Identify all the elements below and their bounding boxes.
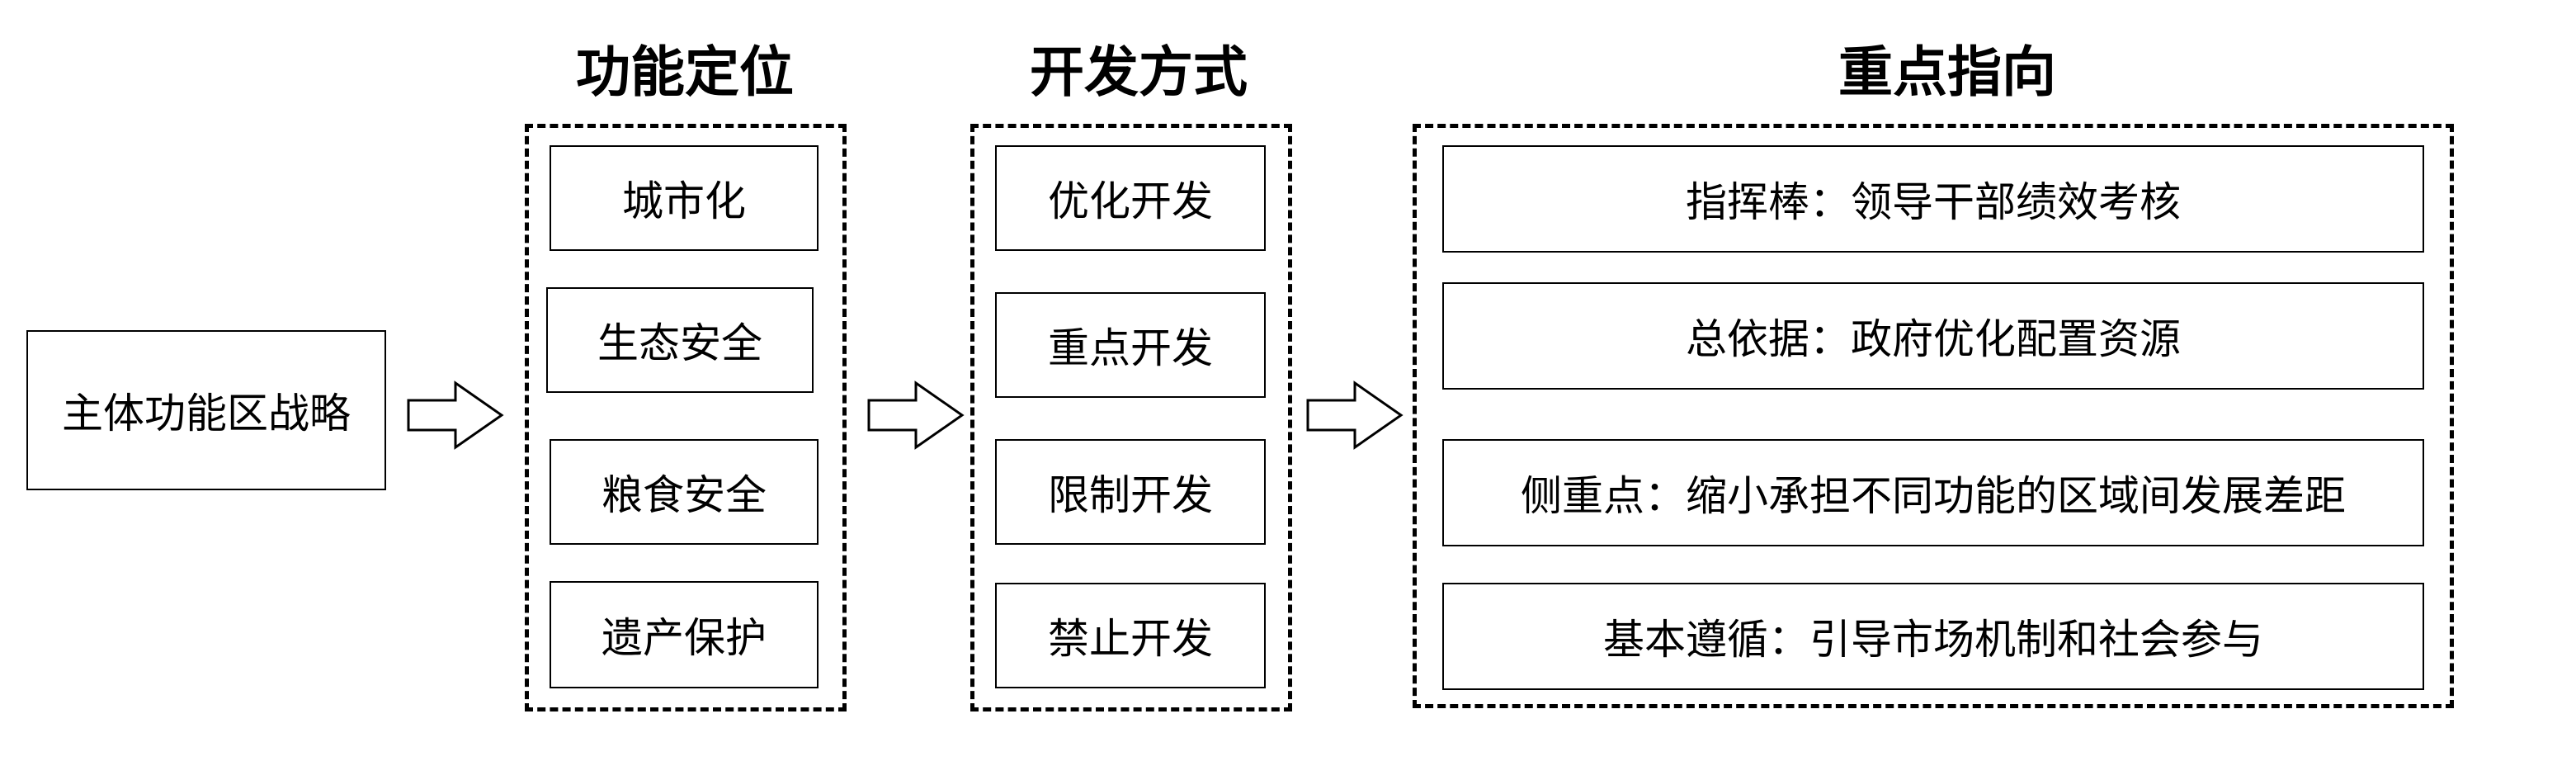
development-mode-group [970,124,1292,711]
function-item-box: 遗产保护 [550,581,819,688]
function-item-label: 遗产保护 [602,614,767,662]
orientation-item-label: 侧重点：缩小承担不同功能的区域间发展差距 [1521,472,2346,520]
development-item-label: 重点开发 [1048,324,1213,372]
function-item-box: 城市化 [550,145,819,251]
function-item-box: 生态安全 [546,287,814,393]
function-item-label: 粮食安全 [602,471,767,519]
root-strategy-label: 主体功能区战略 [62,390,351,437]
column-title-development-mode: 开发方式 [1030,40,1248,104]
development-item-label: 限制开发 [1048,471,1213,519]
function-positioning-group [525,124,847,711]
development-item-box: 限制开发 [995,439,1266,545]
orientation-item-box: 指挥棒：领导干部绩效考核 [1442,145,2424,253]
arrow-right-icon [1306,381,1404,450]
root-strategy-box: 主体功能区战略 [26,330,386,490]
orientation-item-label: 基本遵循：引导市场机制和社会参与 [1603,616,2263,664]
orientation-item-box: 基本遵循：引导市场机制和社会参与 [1442,583,2424,690]
orientation-item-box: 侧重点：缩小承担不同功能的区域间发展差距 [1442,439,2424,546]
orientation-item-label: 总依据：政府优化配置资源 [1686,315,2181,363]
column-title-key-orientation: 重点指向 [1838,40,2056,104]
column-title-function-positioning: 功能定位 [576,40,794,104]
key-orientation-group [1413,124,2454,708]
orientation-item-box: 总依据：政府优化配置资源 [1442,282,2424,390]
development-item-label: 禁止开发 [1048,615,1213,663]
arrow-right-icon [407,381,504,450]
arrow-right-icon [867,381,965,450]
development-item-label: 优化开发 [1048,177,1213,225]
development-item-box: 重点开发 [995,292,1266,398]
function-item-box: 粮食安全 [550,439,819,545]
function-item-label: 城市化 [622,177,746,225]
development-item-box: 优化开发 [995,145,1266,251]
function-item-label: 生态安全 [597,319,762,367]
development-item-box: 禁止开发 [995,583,1266,688]
orientation-item-label: 指挥棒：领导干部绩效考核 [1686,178,2181,226]
